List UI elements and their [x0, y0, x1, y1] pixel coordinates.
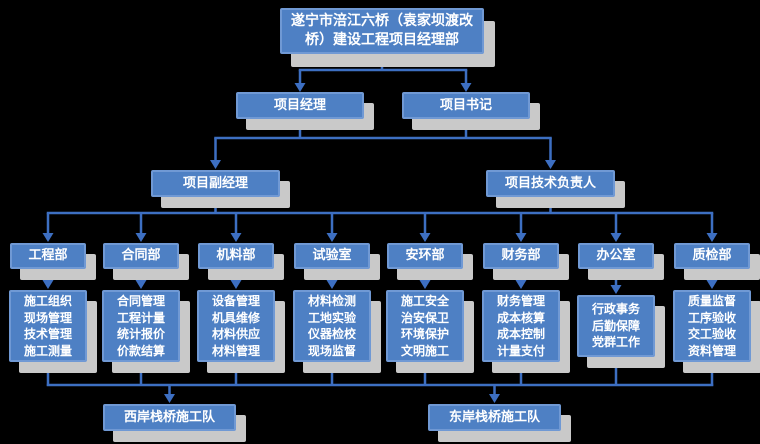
node-duties-office: 行政事务 后勤保障 党群工作: [577, 295, 655, 357]
node-duties-contract: 合同管理 工程计量 统计报价 价款结算: [102, 290, 180, 362]
node-dept-laboratory: 试验室: [294, 243, 370, 269]
node-duties-engineering: 施工组织 现场管理 技术管理 施工测量: [9, 290, 87, 362]
node-duties-laboratory: 材料检测 工地实验 仪器检校 现场监督: [293, 290, 371, 362]
node-dept-office: 办公室: [578, 243, 654, 269]
wire-level2-to-level3: [210, 118, 556, 169]
node-duties-quality: 质量监督 工序验收 交工验收 资料管理: [673, 290, 751, 362]
node-duties-safety-environment: 施工安全 治安保卫 环境保护 文明施工: [386, 290, 464, 362]
node-team-east-trestle: 东岸栈桥施工队: [428, 404, 561, 431]
node-project-hq: 遂宁市涪江六桥（袁家坝渡改桥）建设工程项目经理部: [280, 8, 484, 54]
node-duties-finance: 财务管理 成本核算 成本控制 计量支付: [482, 290, 560, 362]
node-dept-safety-environment: 安环部: [387, 243, 463, 269]
node-project-secretary: 项目书记: [402, 92, 530, 119]
wire-level3-to-departments: [42, 196, 718, 242]
node-duties-machinery-materials: 设备管理 机具维修 材料供应 材料管理: [197, 290, 275, 362]
node-deputy-manager: 项目副经理: [151, 170, 280, 197]
node-team-west-trestle: 西岸栈桥施工队: [103, 404, 236, 431]
wire-departments-to-duties: [42, 269, 718, 294]
node-dept-quality: 质检部: [674, 243, 750, 269]
wire-root-to-level2: [294, 52, 472, 92]
node-technical-director: 项目技术负责人: [486, 170, 615, 197]
node-dept-engineering: 工程部: [10, 243, 86, 269]
node-dept-finance: 财务部: [483, 243, 559, 269]
node-dept-machinery-materials: 机料部: [198, 243, 274, 269]
node-dept-contract: 合同部: [103, 243, 179, 269]
node-project-manager: 项目经理: [236, 92, 364, 119]
